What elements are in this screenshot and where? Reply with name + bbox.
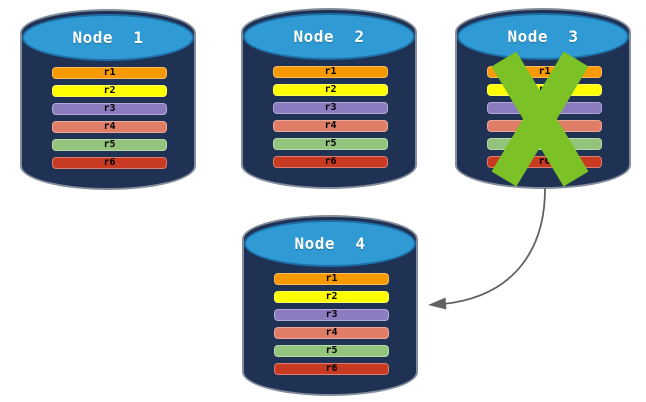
replica-bar-r2: r2	[274, 291, 389, 303]
replica-label: r3	[325, 309, 338, 320]
replica-label: r3	[324, 102, 337, 113]
replica-bar-r2: r2	[52, 85, 167, 97]
cylinder-top: Node 3	[457, 13, 629, 60]
replica-bar-r1: r1	[274, 273, 389, 285]
replica-bar-r3: r3	[273, 102, 388, 114]
replica-label: r6	[325, 363, 338, 374]
replica-bar-r3: r3	[274, 309, 389, 321]
replica-list: r1 r2 r3 r4 r5 r6	[274, 273, 389, 375]
replica-label: r6	[538, 156, 551, 167]
replica-bar-r2: r2	[273, 84, 388, 96]
replica-bar-r5: r5	[273, 138, 388, 150]
replica-bar-r6: r6	[274, 363, 389, 375]
replica-list: r1 r2 r3 r4 r5 r6	[273, 66, 388, 168]
node-1-cylinder: Node 1 r1 r2 r3 r4 r5 r6	[20, 9, 196, 190]
replica-label: r4	[103, 121, 116, 132]
replica-label: r6	[324, 156, 337, 167]
replica-bar-r1: r1	[52, 67, 167, 79]
cylinder-top: Node 4	[244, 220, 416, 267]
node-label: Node 3	[507, 27, 579, 46]
replica-label: r1	[325, 273, 338, 284]
replica-list: r1 r2 r3 r4 r5 r6	[52, 67, 167, 169]
replica-bar-r4: r4	[52, 121, 167, 133]
replica-bar-r4: r4	[273, 120, 388, 132]
node-label: Node 4	[294, 234, 366, 253]
replica-bar-r6: r6	[273, 156, 388, 168]
replica-label: r6	[103, 157, 116, 168]
arrow-head	[428, 297, 447, 310]
replica-label: r5	[103, 139, 116, 150]
replica-bar-r4: r4	[274, 327, 389, 339]
node-4-cylinder: Node 4 r1 r2 r3 r4 r5 r6	[242, 215, 418, 396]
node-label: Node 2	[293, 27, 365, 46]
x-mark-icon	[491, 51, 589, 186]
replica-label: r4	[324, 120, 337, 131]
node-label: Node 1	[72, 28, 144, 47]
arrow-curve	[442, 188, 546, 305]
replica-bar-r1: r1	[273, 66, 388, 78]
replica-label: r2	[324, 84, 337, 95]
cylinder-top: Node 2	[243, 13, 415, 60]
replica-label: r1	[103, 67, 116, 78]
replica-label: r1	[324, 66, 337, 77]
replica-label: r3	[103, 103, 116, 114]
cylinder-top: Node 1	[22, 14, 194, 61]
node-3-cylinder: Node 3 r1 r2 r3 r4 r5 r6	[455, 8, 631, 189]
node-2-cylinder: Node 2 r1 r2 r3 r4 r5 r6	[241, 8, 417, 189]
replica-bar-r5: r5	[274, 345, 389, 357]
replica-bar-r6: r6	[52, 157, 167, 169]
replica-label: r5	[325, 345, 338, 356]
replica-bar-r3: r3	[52, 103, 167, 115]
replica-label: r2	[103, 85, 116, 96]
replica-bar-r5: r5	[52, 139, 167, 151]
replica-label: r2	[325, 291, 338, 302]
replica-label: r1	[538, 66, 551, 77]
replica-label: r5	[324, 138, 337, 149]
replica-label: r4	[325, 327, 338, 338]
